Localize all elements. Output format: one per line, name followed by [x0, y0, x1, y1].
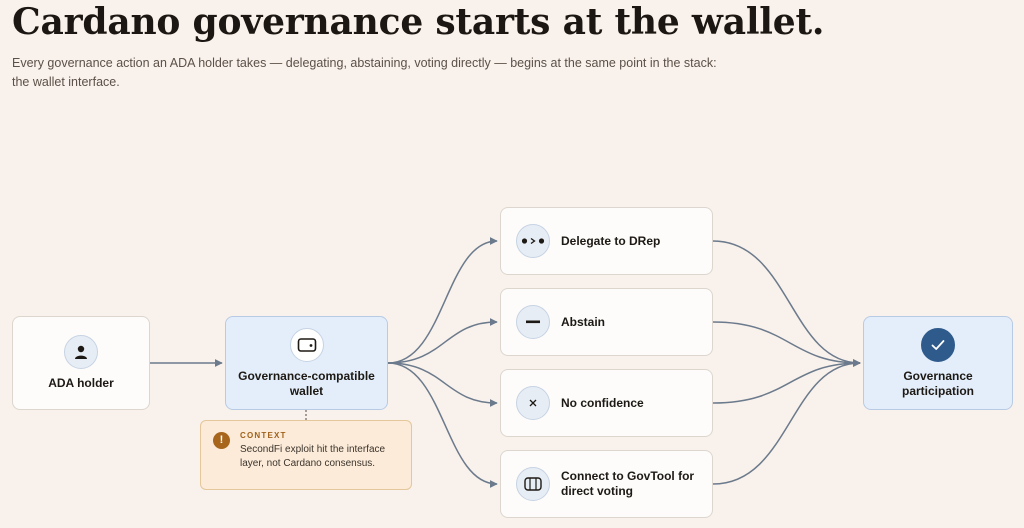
page-title: Cardano governance starts at the wallet.: [12, 1, 825, 43]
wallet-node: Governance-compatible wallet: [225, 316, 388, 410]
ada-holder-node: ADA holder: [12, 316, 150, 410]
person-icon: [64, 335, 98, 369]
option-abstain-node: Abstain: [500, 288, 713, 356]
governance-participation-label: Governance participation: [901, 368, 974, 398]
context-callout: ! CONTEXT SecondFi exploit hit the inter…: [200, 420, 412, 490]
x-icon: [516, 386, 550, 420]
wallet-label: Governance-compatible wallet: [238, 368, 375, 398]
ada-holder-label: ADA holder: [48, 376, 114, 390]
warning-icon: !: [213, 432, 230, 449]
edge-wallet-to-delegate: [387, 237, 498, 364]
callout-kicker: CONTEXT: [240, 431, 287, 440]
edge-wallet-to-no-confidence: [387, 362, 498, 407]
edge-govtool-to-outcome: [712, 359, 861, 485]
option-no-confidence-label: No confidence: [561, 395, 644, 410]
option-govtool-node: Connect to GovTool for direct voting: [500, 450, 713, 518]
option-no-confidence-node: No confidence: [500, 369, 713, 437]
govtool-icon: [516, 467, 550, 501]
page-subtitle: Every governance action an ADA holder ta…: [12, 56, 717, 89]
edge-delegate-to-outcome: [712, 240, 861, 367]
edge-no-confidence-to-outcome: [712, 359, 861, 404]
option-delegate-label: Delegate to DRep: [561, 233, 661, 248]
edge-wallet-to-govtool: [387, 362, 498, 488]
governance-participation-node: Governance participation: [863, 316, 1013, 410]
check-icon: [921, 327, 955, 362]
delegate-arrow-icon: [516, 224, 550, 258]
option-govtool-label: Connect to GovTool for direct voting: [561, 469, 695, 498]
option-delegate-node: Delegate to DRep: [500, 207, 713, 275]
option-abstain-label: Abstain: [561, 314, 606, 329]
callout-text: SecondFi exploit hit the interface layer…: [240, 444, 386, 469]
edge-wallet-to-abstain: [387, 318, 498, 364]
wallet-icon: [289, 327, 324, 362]
minus-icon: [516, 305, 550, 339]
edge-abstain-to-outcome: [712, 321, 861, 367]
